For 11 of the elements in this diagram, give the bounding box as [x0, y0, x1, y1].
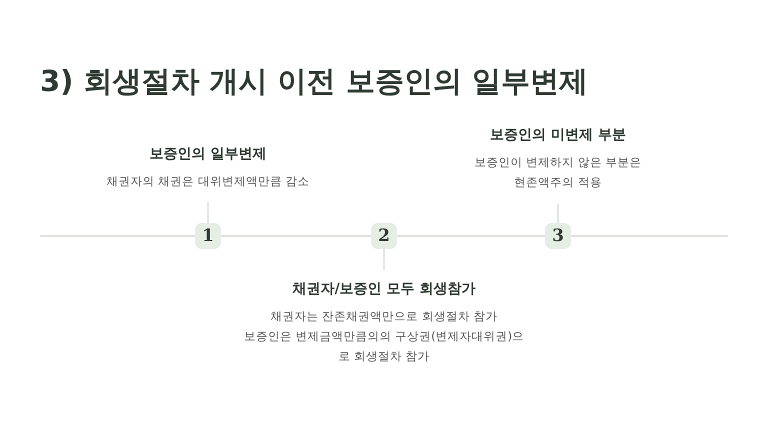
step-description: 보증인은 변제금액만큼의의 구상권(변제자대위권)으로 회생절차 참가 — [242, 328, 526, 365]
step-heading: 보증인의 일부변제 — [148, 145, 268, 163]
step-heading: 보증인의 미변제 부분 — [489, 126, 627, 144]
step-heading: 채권자/보증인 모두 회생참가 — [292, 280, 476, 298]
step-description: 보증인이 변제하지 않은 부분은 현존액주의 적용 — [474, 154, 642, 191]
step-description: 채권자는 잔존채권액만으로 회생절차 참가 — [270, 308, 498, 325]
step-description: 채권자의 채권은 대위변제액만큼 감소 — [106, 173, 310, 190]
step-number-badge: 1 — [195, 223, 221, 249]
step-number-badge: 2 — [371, 223, 397, 249]
title: 3) 회생절차 개시 이전 보증인의 일부변제 — [40, 63, 588, 100]
step-number-badge: 3 — [545, 223, 571, 249]
